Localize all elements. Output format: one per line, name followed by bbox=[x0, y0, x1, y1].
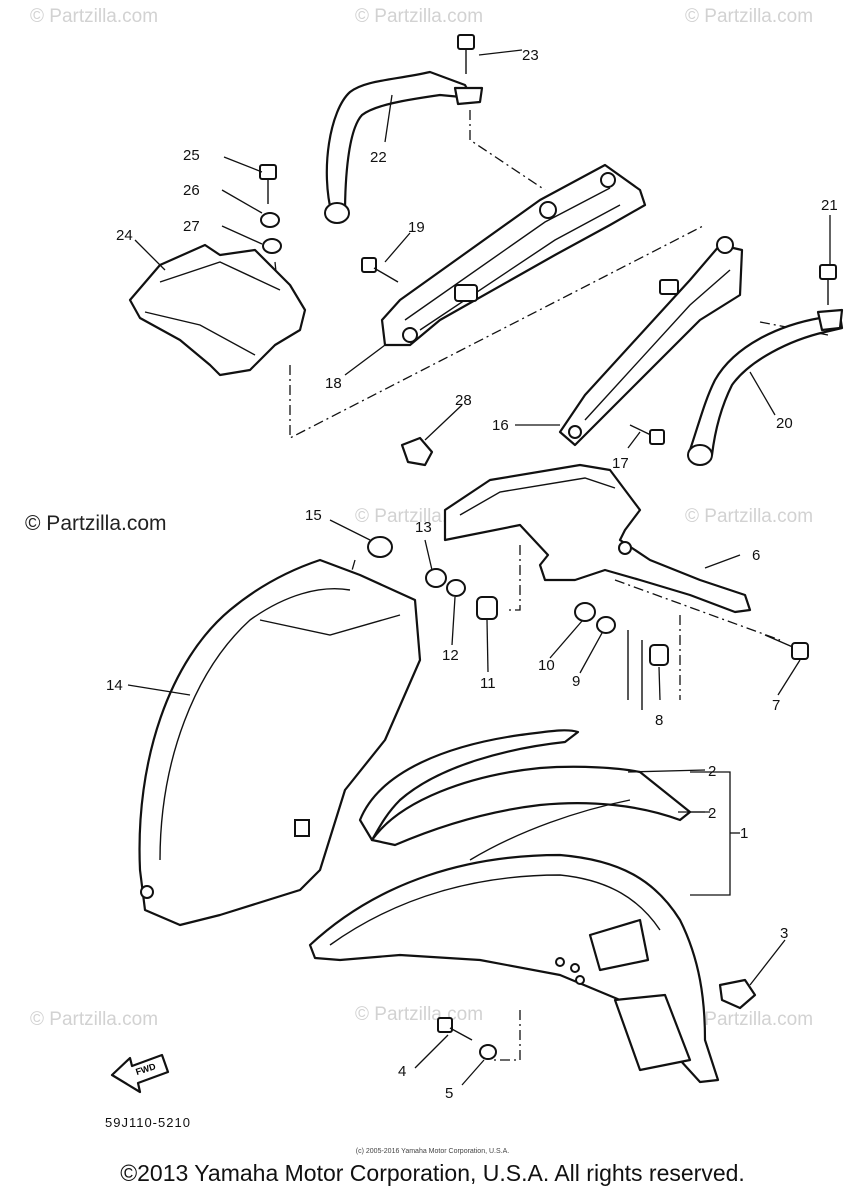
watermark: © Partzilla.com bbox=[30, 6, 158, 27]
callout-label: 6 bbox=[752, 547, 760, 564]
watermark: © Partzilla.com bbox=[355, 6, 483, 27]
callout-label: 13 bbox=[415, 519, 432, 536]
grab-bar-upper bbox=[324, 70, 484, 224]
callout-label: 28 bbox=[455, 392, 472, 409]
callout-label: 24 bbox=[116, 227, 133, 244]
watermark: © Partzilla.com bbox=[685, 506, 813, 527]
fwd-arrow-icon: FWD bbox=[110, 1053, 170, 1094]
nut-10 bbox=[574, 602, 596, 622]
watermark: © Partzilla.com bbox=[685, 1009, 813, 1030]
watermarks: © Partzilla.com © Partzilla.com © Partzi… bbox=[25, 6, 813, 1030]
callout-label: 9 bbox=[572, 673, 580, 690]
diagram-code: 59J110-5210 bbox=[105, 1115, 191, 1130]
fender-bracket-6 bbox=[443, 463, 752, 614]
callout-label: 27 bbox=[183, 218, 200, 235]
cover-24 bbox=[128, 243, 307, 377]
bolt-23 bbox=[457, 34, 475, 74]
callout-label: 21 bbox=[821, 197, 838, 214]
callout-label: 1 bbox=[740, 825, 748, 842]
callout-label: 14 bbox=[106, 677, 123, 694]
watermark: © Partzilla.com bbox=[685, 6, 813, 27]
callouts: 1 2 2 3 4 5 6 7 8 9 10 11 12 13 14 15 16… bbox=[106, 47, 838, 1102]
bolt-25 bbox=[259, 164, 277, 204]
washer-5 bbox=[479, 1044, 497, 1060]
bolt-7 bbox=[764, 634, 809, 660]
callout-label: 23 bbox=[522, 47, 539, 64]
collar-8 bbox=[649, 644, 669, 666]
callout-label: 3 bbox=[780, 925, 788, 942]
leader-lines bbox=[127, 49, 831, 1086]
callout-label: 25 bbox=[183, 147, 200, 164]
rear-fender-1 bbox=[308, 853, 720, 1084]
grab-bar-20 bbox=[687, 308, 844, 466]
clip-28 bbox=[400, 436, 434, 467]
callout-label: 16 bbox=[492, 417, 509, 434]
hardware bbox=[367, 536, 669, 710]
washer-26 bbox=[260, 212, 280, 228]
callout-label: 12 bbox=[442, 647, 459, 664]
callout-label: 17 bbox=[612, 455, 629, 472]
callout-label: 5 bbox=[445, 1085, 453, 1102]
callout-label: 18 bbox=[325, 375, 342, 392]
small-credit: (c) 2005-2016 Yamaha Motor Corporation, … bbox=[355, 1148, 510, 1155]
bolt-21 bbox=[819, 264, 837, 305]
watermark: © Partzilla.com bbox=[25, 512, 167, 535]
callout-label: 2 bbox=[708, 763, 716, 780]
washer-12 bbox=[446, 579, 466, 597]
seat-rail-16 bbox=[558, 236, 744, 447]
callout-label: 8 bbox=[655, 712, 663, 729]
watermark: © Partzilla.com bbox=[30, 1009, 158, 1030]
reflector-3 bbox=[718, 978, 757, 1010]
inner-fender-14 bbox=[138, 558, 422, 927]
bolt-19 bbox=[361, 257, 399, 283]
bolt-4 bbox=[437, 1017, 473, 1041]
grommet-15 bbox=[367, 536, 393, 558]
callout-label: 4 bbox=[398, 1063, 406, 1080]
washer-27 bbox=[262, 238, 282, 254]
bolt-17 bbox=[629, 424, 665, 445]
fender-trim-2 bbox=[358, 729, 692, 861]
watermark: © Partzilla.com bbox=[355, 1004, 483, 1025]
callout-bracket bbox=[690, 771, 731, 896]
callout-label: 10 bbox=[538, 657, 555, 674]
callout-label: 22 bbox=[370, 149, 387, 166]
washer-9 bbox=[596, 616, 616, 634]
callout-label: 2 bbox=[708, 805, 716, 822]
copyright-notice: ©2013 Yamaha Motor Corporation, U.S.A. A… bbox=[120, 1160, 745, 1186]
collar-11 bbox=[476, 596, 498, 620]
seat-rail-18 bbox=[380, 163, 647, 347]
callout-label: 26 bbox=[183, 182, 200, 199]
callout-label: 7 bbox=[772, 697, 780, 714]
callout-label: 19 bbox=[408, 219, 425, 236]
callout-label: 11 bbox=[480, 675, 496, 692]
callout-label: 20 bbox=[776, 415, 793, 432]
callout-label: 15 bbox=[305, 507, 322, 524]
nut-13 bbox=[425, 568, 447, 588]
